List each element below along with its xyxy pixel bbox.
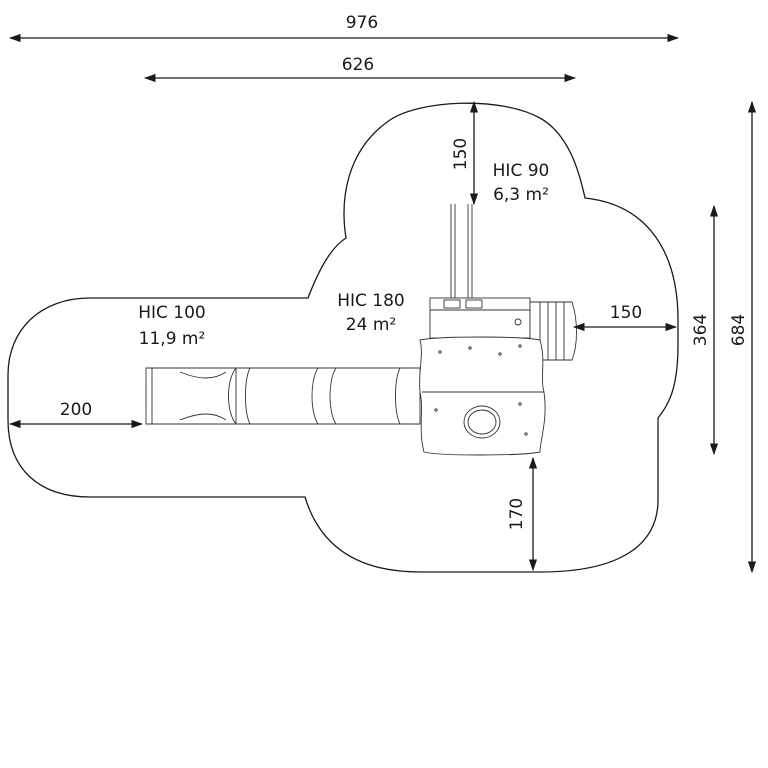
inner-width-label: 626 [342,55,374,75]
zone-hic90-name: HIC 90 [493,161,550,181]
overall-height-label: 684 [729,314,749,346]
safety-zone-outline [7,102,679,573]
tube-slide [145,367,421,425]
left-offset-label: 200 [60,400,92,420]
zone-hic180-name: HIC 180 [337,291,405,311]
top-offset-label: 150 [451,138,471,170]
zone-hic100-area: 11,9 m² [139,329,206,349]
right-offset-label: 150 [610,303,642,323]
climbing-tower [419,336,546,456]
tower-platform [429,297,531,339]
overall-width-label: 976 [346,13,378,33]
ladder [450,204,473,298]
zone-hic100-name: HIC 100 [138,303,206,323]
zone-hic90-area: 6,3 m² [493,185,549,205]
bottom-offset-label: 170 [507,498,527,530]
middle-height-label: 364 [691,314,711,346]
zone-hic180-area: 24 m² [346,315,396,335]
